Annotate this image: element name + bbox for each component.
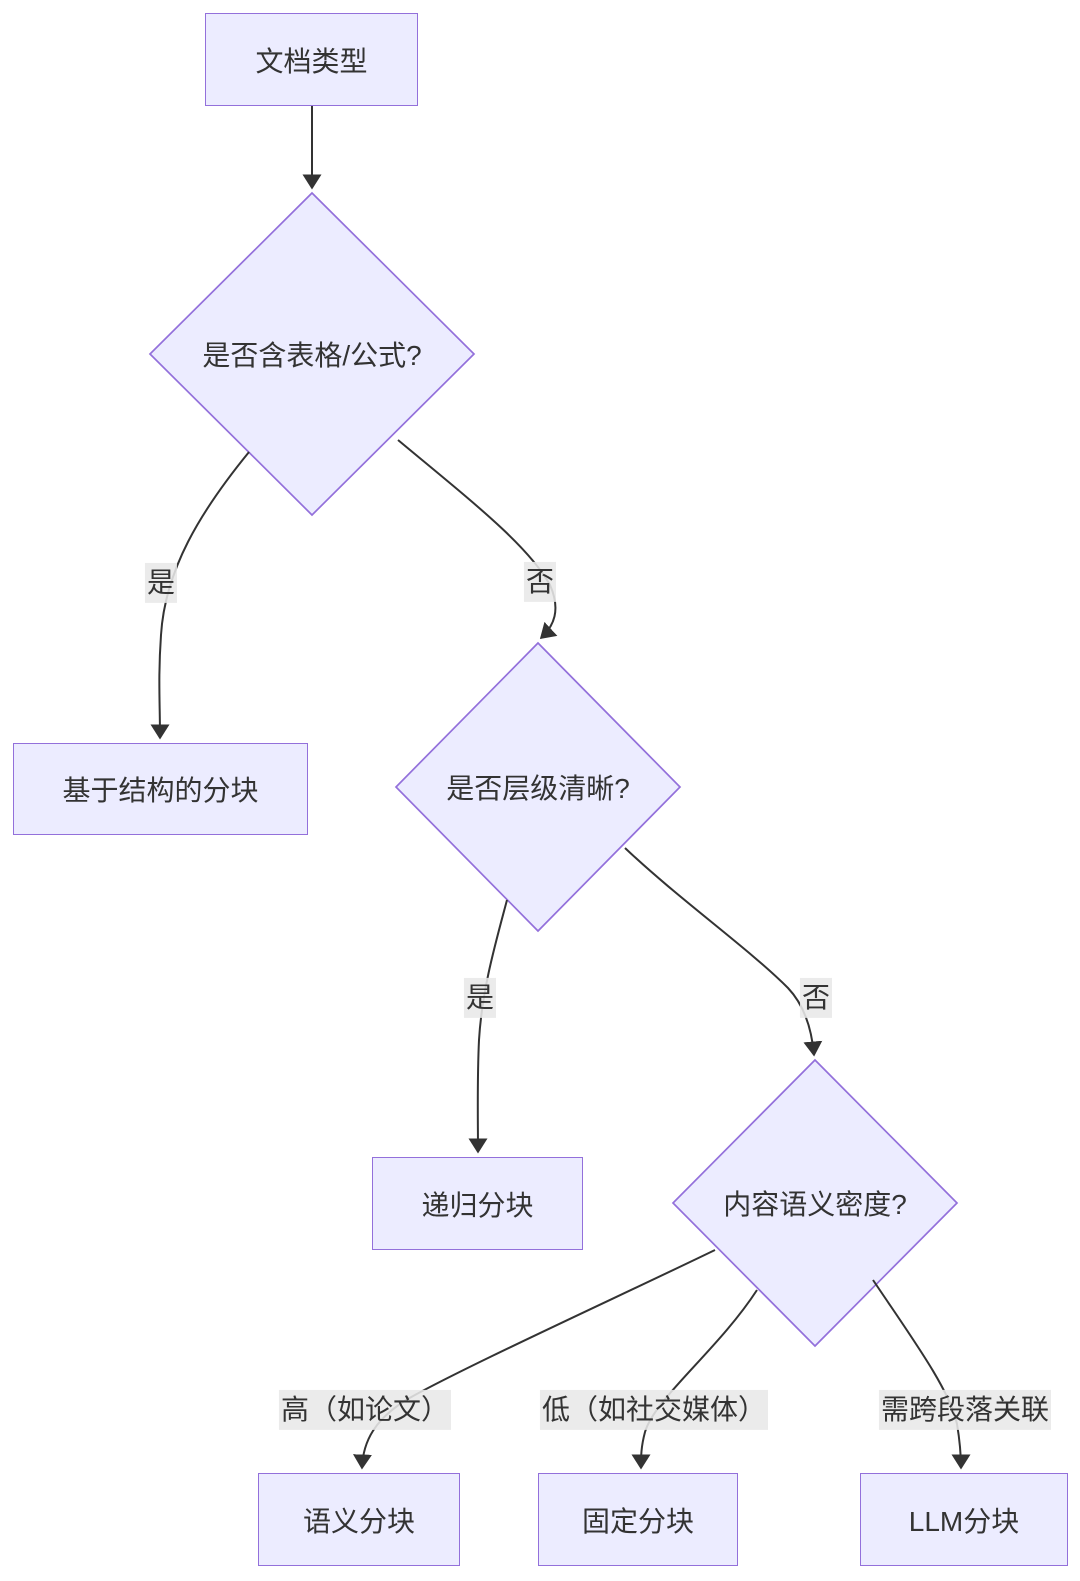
node-recursive-chunking-label: 递归分块 <box>421 1189 534 1221</box>
decision-density-label: 内容语义密度? <box>723 1189 907 1220</box>
decision-density-shape <box>671 1058 959 1348</box>
node-recursive-chunking: 递归分块 <box>372 1157 583 1250</box>
node-fixed-chunking-label: 固定分块 <box>581 1505 694 1537</box>
decision-table-formula-label: 是否含表格/公式? <box>202 340 422 371</box>
node-doc-type-label: 文档类型 <box>255 45 368 77</box>
edge-table-no-hierarchy <box>397 439 558 640</box>
node-semantic-chunking-label: 语义分块 <box>302 1505 415 1537</box>
edge-label-yes-2: 是 <box>463 977 497 1019</box>
node-structure-chunking-label: 基于结构的分块 <box>62 775 259 806</box>
decision-table-formula-shape <box>148 191 476 517</box>
edge-density-high-semantic <box>352 1249 716 1470</box>
edge-density-low-fixed <box>631 1289 758 1470</box>
edge-label-low-social: 低（如社交媒体） <box>539 1389 769 1431</box>
edge-density-cross-llm <box>872 1279 971 1470</box>
edge-label-cross-paragraph: 需跨段落关联 <box>878 1389 1052 1431</box>
node-fixed-chunking: 固定分块 <box>538 1473 738 1566</box>
node-llm-chunking-label: LLM分块 <box>908 1505 1020 1537</box>
edge-hierarchy-yes-recursive <box>468 899 508 1154</box>
node-doc-type: 文档类型 <box>205 13 418 106</box>
edge-label-high-paper: 高（如论文） <box>278 1389 452 1431</box>
node-semantic-chunking: 语义分块 <box>258 1473 460 1566</box>
decision-hierarchy-shape <box>394 641 682 933</box>
node-structure-chunking: 基于结构的分块 <box>13 743 308 835</box>
decision-hierarchy-label: 是否层级清晰? <box>446 773 630 804</box>
edge-hierarchy-no-density <box>624 847 823 1057</box>
edge-label-no-1: 否 <box>523 561 557 603</box>
node-llm-chunking: LLM分块 <box>860 1473 1068 1566</box>
edge-label-yes-1: 是 <box>144 562 178 604</box>
edge-table-yes-structure <box>150 451 250 740</box>
edge-label-no-2: 否 <box>799 977 833 1019</box>
